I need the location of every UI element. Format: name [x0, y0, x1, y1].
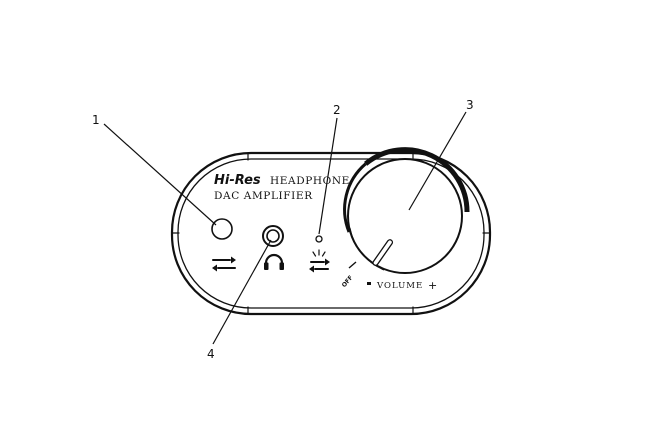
volume-label-group: Volume + — [367, 279, 437, 292]
leader-3 — [408, 111, 467, 211]
volume-scale-arc — [364, 147, 470, 213]
off-label: OFF — [341, 274, 355, 289]
swap-arrows-icon — [212, 256, 236, 272]
brand-logo: Hi-Res — [214, 173, 261, 188]
callout-1: 1 — [92, 113, 100, 127]
light-indicator-icon — [309, 249, 330, 273]
callout-3: 3 — [466, 98, 474, 112]
indicator-led — [315, 235, 323, 243]
volume-minus-mark — [367, 282, 371, 285]
volume-knob[interactable] — [343, 147, 470, 274]
callout-2: 2 — [333, 103, 341, 117]
product-title-line2: DAC Amplifier — [214, 190, 313, 202]
volume-label: Volume — [376, 281, 423, 291]
volume-plus-mark: + — [428, 279, 437, 292]
leader-4 — [212, 239, 272, 345]
input-toggle-button[interactable] — [211, 218, 233, 240]
off-marker: OFF — [341, 261, 357, 289]
callout-leaders — [103, 111, 467, 345]
headphone-jack[interactable] — [262, 225, 284, 247]
leader-2 — [318, 117, 338, 235]
callout-numbers: 1 2 3 4 — [92, 98, 474, 361]
knob-pointer — [372, 239, 394, 266]
device-branding: Hi-Res Headphone DAC Amplifier — [214, 173, 350, 202]
volume-scale-arc-lower — [343, 162, 367, 233]
leader-1 — [103, 123, 217, 226]
callout-4: 4 — [207, 347, 215, 361]
headphone-icon — [264, 253, 284, 270]
product-title-line1: Headphone — [270, 175, 350, 187]
